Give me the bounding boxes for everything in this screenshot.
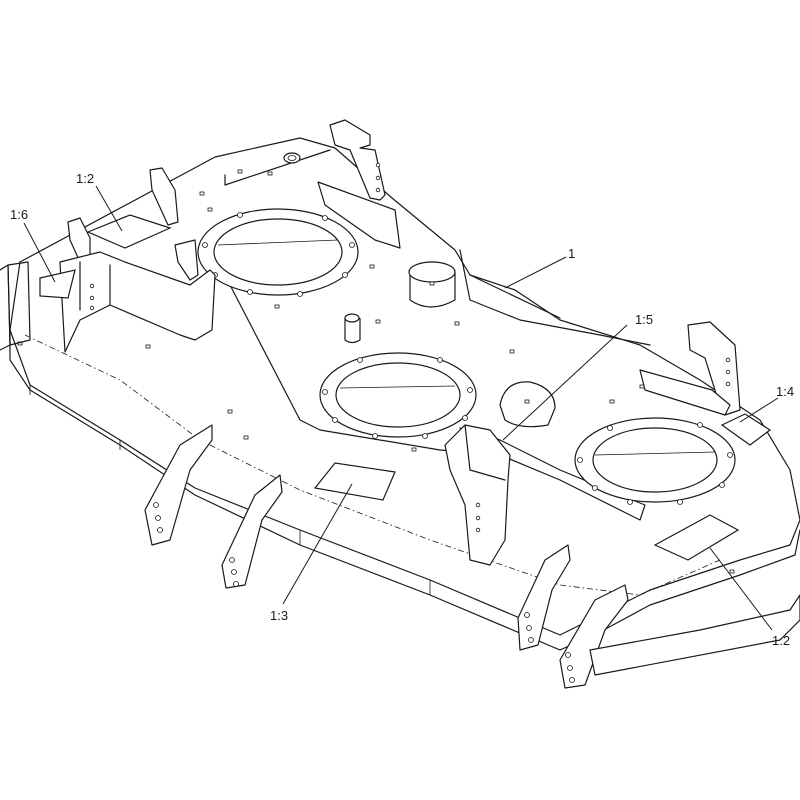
callout-1-2-front: 1:2	[772, 633, 790, 648]
center-pulley-cover	[408, 261, 456, 308]
leader-lines	[23, 185, 779, 631]
left-upright-bracket	[67, 167, 179, 263]
rear-bracket-center	[317, 119, 401, 249]
front-arm-3	[517, 544, 571, 651]
front-arm-2	[221, 474, 283, 589]
decal-1-3	[313, 462, 396, 501]
callout-1-4: 1:4	[776, 384, 794, 399]
callout-1-2-rear: 1:2	[76, 171, 94, 186]
front-arm-4	[559, 584, 629, 689]
spindle-opening-center	[319, 352, 477, 438]
spindle-opening-right	[574, 417, 736, 503]
front-arm-1	[144, 424, 213, 546]
decal-1-6	[39, 269, 76, 299]
decal-1-4	[720, 413, 772, 446]
decals	[39, 214, 772, 561]
bolt-holes	[202, 212, 733, 505]
callout-1-6: 1:6	[10, 207, 28, 222]
callout-1: 1	[568, 246, 575, 261]
grease-fitting	[344, 313, 361, 344]
callout-labels: 1 1:2 1:6 1:5 1:4 1:3 1:2	[10, 171, 794, 648]
rear-bracket-right	[639, 321, 741, 416]
decal-1-2-front	[653, 514, 740, 561]
callout-1-5: 1:5	[635, 312, 653, 327]
top-fitting	[283, 152, 301, 164]
deck-slots	[17, 169, 735, 574]
center-deck-bracket	[444, 424, 511, 566]
spindle-opening-left	[197, 208, 359, 296]
front-bumper	[0, 261, 800, 676]
callout-1-3: 1:3	[270, 608, 288, 623]
left-deck-bracket	[59, 239, 216, 353]
